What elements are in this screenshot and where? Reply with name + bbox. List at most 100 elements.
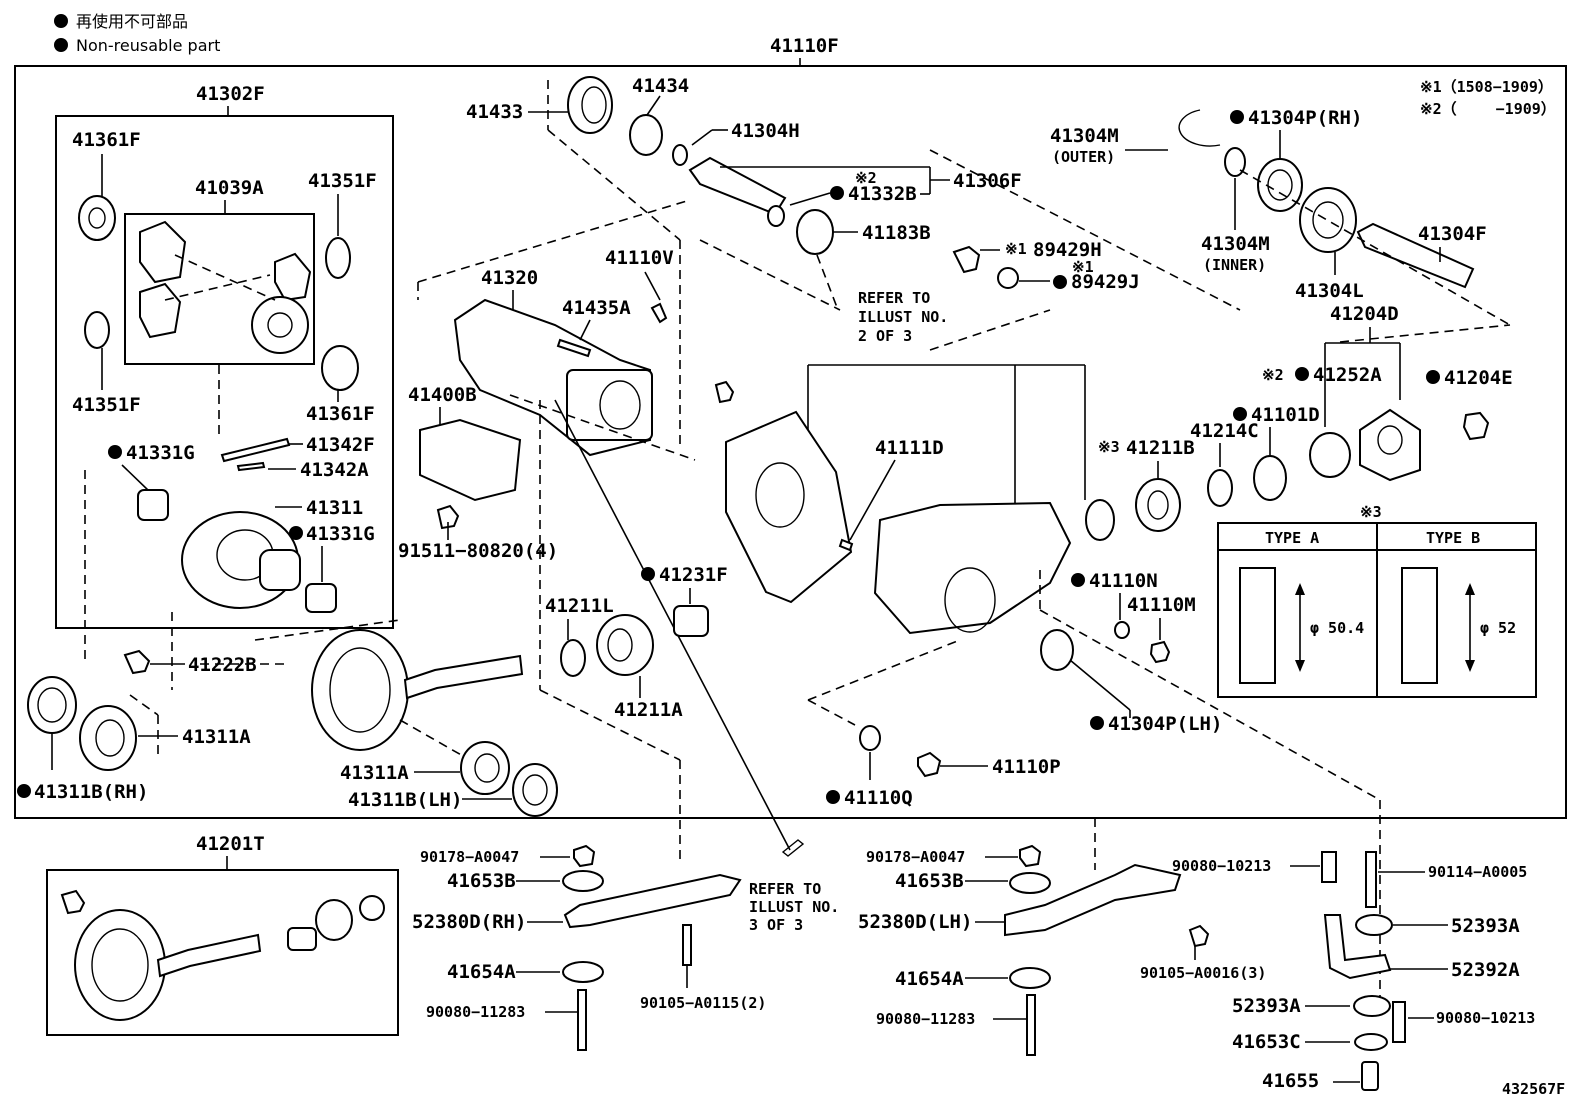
bearing-icon bbox=[137, 489, 169, 521]
label-90080-11283-b[interactable]: 90080−11283 bbox=[876, 1010, 975, 1028]
bearing-icon bbox=[359, 895, 385, 921]
assembly-41302F[interactable]: 41302F bbox=[196, 83, 265, 105]
label-41433[interactable]: 41433 bbox=[466, 101, 523, 123]
label-41331G[interactable]: 41331G bbox=[126, 442, 195, 464]
label-41434[interactable]: 41434 bbox=[632, 75, 689, 97]
bolt-icon bbox=[1188, 924, 1210, 948]
label-41101D[interactable]: 41101D bbox=[1251, 404, 1320, 426]
label-90105-a0016[interactable]: 90105−A0016(3) bbox=[1140, 964, 1266, 982]
assembly-line bbox=[699, 239, 841, 311]
cushion-icon bbox=[1355, 914, 1393, 936]
o-ring-icon bbox=[997, 267, 1019, 289]
label-90178-a[interactable]: 90178−A0047 bbox=[420, 848, 519, 866]
label-91511[interactable]: 91511−80820(4) bbox=[398, 540, 558, 562]
label-41654A-b[interactable]: 41654A bbox=[895, 968, 964, 990]
refer-3-line2[interactable]: ILLUST NO. bbox=[749, 898, 839, 916]
label-41110P[interactable]: 41110P bbox=[992, 756, 1061, 778]
assembly-line bbox=[539, 689, 681, 761]
shim-icon bbox=[512, 763, 558, 817]
assembly-41039A[interactable]: 41039A bbox=[195, 177, 264, 199]
label-90114[interactable]: 90114−A0005 bbox=[1428, 863, 1527, 881]
output-shaft-icon bbox=[1356, 222, 1475, 289]
label-41211A[interactable]: 41211A bbox=[614, 699, 683, 721]
assembly-41201T[interactable]: 41201T bbox=[196, 833, 265, 855]
label-41653C[interactable]: 41653C bbox=[1232, 1031, 1301, 1053]
label-41304P-rh[interactable]: 41304P(RH) bbox=[1248, 107, 1362, 129]
label-41654A[interactable]: 41654A bbox=[447, 961, 516, 983]
bolt-icon bbox=[60, 889, 86, 915]
label-90080-10213-b[interactable]: 90080−10213 bbox=[1436, 1009, 1535, 1027]
label-90080-10213-a[interactable]: 90080−10213 bbox=[1172, 857, 1271, 875]
label-41332B[interactable]: 41332B bbox=[848, 183, 917, 205]
label-89429H[interactable]: 89429H bbox=[1033, 239, 1102, 261]
label-41351F-b[interactable]: 41351F bbox=[72, 394, 141, 416]
nut-icon bbox=[573, 844, 596, 868]
assembly-41110F[interactable]: 41110F bbox=[770, 35, 839, 57]
label-41110V[interactable]: 41110V bbox=[605, 247, 674, 269]
label-41342F[interactable]: 41342F bbox=[306, 434, 375, 456]
refer-2-line1[interactable]: REFER TO bbox=[858, 289, 930, 307]
label-52393A-b[interactable]: 52393A bbox=[1232, 995, 1301, 1017]
label-41252A[interactable]: 41252A bbox=[1313, 364, 1382, 386]
stud-bolt-icon bbox=[682, 924, 692, 966]
label-41231F[interactable]: 41231F bbox=[659, 564, 728, 586]
label-41110M[interactable]: 41110M bbox=[1127, 594, 1196, 616]
label-41320[interactable]: 41320 bbox=[481, 267, 538, 289]
label-41342A[interactable]: 41342A bbox=[300, 459, 369, 481]
label-52393A[interactable]: 52393A bbox=[1451, 915, 1520, 937]
label-90178-b[interactable]: 90178−A0047 bbox=[866, 848, 965, 866]
label-41110N[interactable]: 41110N bbox=[1089, 570, 1158, 592]
label-52380D-rh[interactable]: 52380D(RH) bbox=[412, 911, 526, 933]
label-41435A[interactable]: 41435A bbox=[562, 297, 631, 319]
label-41400B[interactable]: 41400B bbox=[408, 384, 477, 406]
legend-dot-icon bbox=[54, 14, 68, 28]
label-41110Q[interactable]: 41110Q bbox=[844, 787, 913, 809]
label-41304F[interactable]: 41304F bbox=[1418, 223, 1487, 245]
label-41211L[interactable]: 41211L bbox=[545, 595, 614, 617]
label-89429J[interactable]: 89429J bbox=[1071, 271, 1140, 293]
label-90105-a0115[interactable]: 90105−A0115(2) bbox=[640, 994, 766, 1012]
label-41351F[interactable]: 41351F bbox=[308, 170, 377, 192]
label-41304M-outer: (OUTER) bbox=[1052, 148, 1115, 166]
label-41304H[interactable]: 41304H bbox=[731, 120, 800, 142]
label-41311A-b[interactable]: 41311A bbox=[340, 762, 409, 784]
label-52380D-lh[interactable]: 52380D(LH) bbox=[858, 911, 972, 933]
refer-3-line3[interactable]: 3 OF 3 bbox=[749, 916, 803, 934]
label-41214C[interactable]: 41214C bbox=[1190, 420, 1259, 442]
label-41304L[interactable]: 41304L bbox=[1295, 280, 1364, 302]
thrust-washer-icon bbox=[78, 195, 116, 241]
label-41653B[interactable]: 41653B bbox=[447, 870, 516, 892]
refer-3-line1[interactable]: REFER TO bbox=[749, 880, 821, 898]
label-41311A[interactable]: 41311A bbox=[182, 726, 251, 748]
assembly-line bbox=[509, 394, 696, 461]
label-41222B[interactable]: 41222B bbox=[188, 654, 257, 676]
figure-number: 432567F bbox=[1502, 1080, 1565, 1098]
label-41211B[interactable]: 41211B bbox=[1126, 437, 1195, 459]
label-41304M-b[interactable]: 41304M bbox=[1201, 233, 1270, 255]
assembly-41306F[interactable]: 41306F bbox=[953, 170, 1022, 192]
label-41111D[interactable]: 41111D bbox=[875, 437, 944, 459]
diff-case-box bbox=[55, 115, 394, 629]
label-41304P-lh[interactable]: 41304P(LH) bbox=[1108, 713, 1222, 735]
label-41311[interactable]: 41311 bbox=[306, 497, 363, 519]
label-41204E[interactable]: 41204E bbox=[1444, 367, 1513, 389]
label-41331G-b[interactable]: 41331G bbox=[306, 523, 375, 545]
label-41361F-b[interactable]: 41361F bbox=[306, 403, 375, 425]
label-41183B[interactable]: 41183B bbox=[862, 222, 931, 244]
refer-2-line3[interactable]: 2 OF 3 bbox=[858, 327, 912, 345]
seal-bore bbox=[1267, 169, 1293, 201]
assembly-41204D[interactable]: 41204D bbox=[1330, 303, 1399, 325]
refer-2-line2[interactable]: ILLUST NO. bbox=[858, 308, 948, 326]
label-41361F[interactable]: 41361F bbox=[72, 129, 141, 151]
label-52392A[interactable]: 52392A bbox=[1451, 959, 1520, 981]
assembly-line bbox=[1339, 324, 1511, 343]
flange-bore bbox=[599, 380, 641, 430]
label-41304M[interactable]: 41304M bbox=[1050, 125, 1119, 147]
label-41311B-lh[interactable]: 41311B(LH) bbox=[348, 789, 462, 811]
bracket-icon bbox=[1323, 914, 1392, 980]
label-41311B-rh[interactable]: 41311B(RH) bbox=[34, 781, 148, 803]
label-41653B-b[interactable]: 41653B bbox=[895, 870, 964, 892]
label-41655[interactable]: 41655 bbox=[1262, 1070, 1319, 1092]
assembly-line bbox=[929, 149, 1241, 311]
label-90080-11283-a[interactable]: 90080−11283 bbox=[426, 1003, 525, 1021]
